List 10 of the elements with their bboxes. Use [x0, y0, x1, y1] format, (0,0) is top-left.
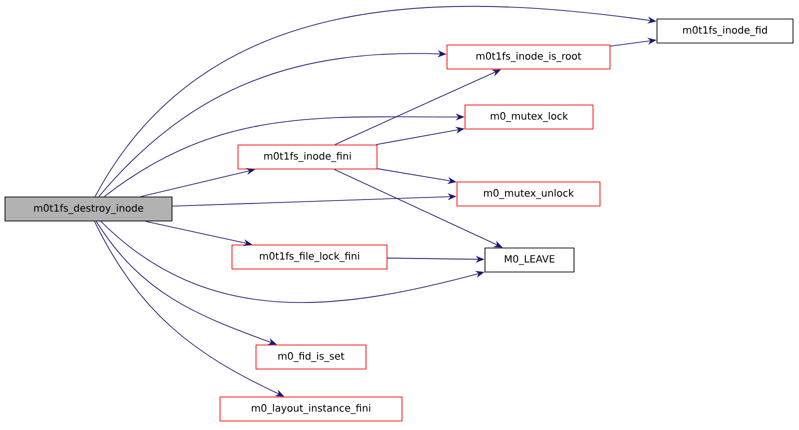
function-box: m0t1fs_destroy_inode	[4, 196, 172, 222]
function-box: m0_mutex_lock	[464, 104, 594, 130]
function-box: m0t1fs_inode_fini	[238, 144, 378, 170]
function-box: m0t1fs_inode_fid	[656, 18, 794, 44]
function-box: m0t1fs_inode_is_root	[446, 44, 610, 70]
function-box: M0_LEAVE	[484, 248, 574, 272]
function-box: m0t1fs_file_lock_fini	[232, 244, 388, 270]
function-box: m0_layout_instance_fini	[220, 396, 402, 422]
function-box: m0_mutex_unlock	[456, 182, 600, 206]
function-box: m0_fid_is_set	[256, 344, 366, 370]
